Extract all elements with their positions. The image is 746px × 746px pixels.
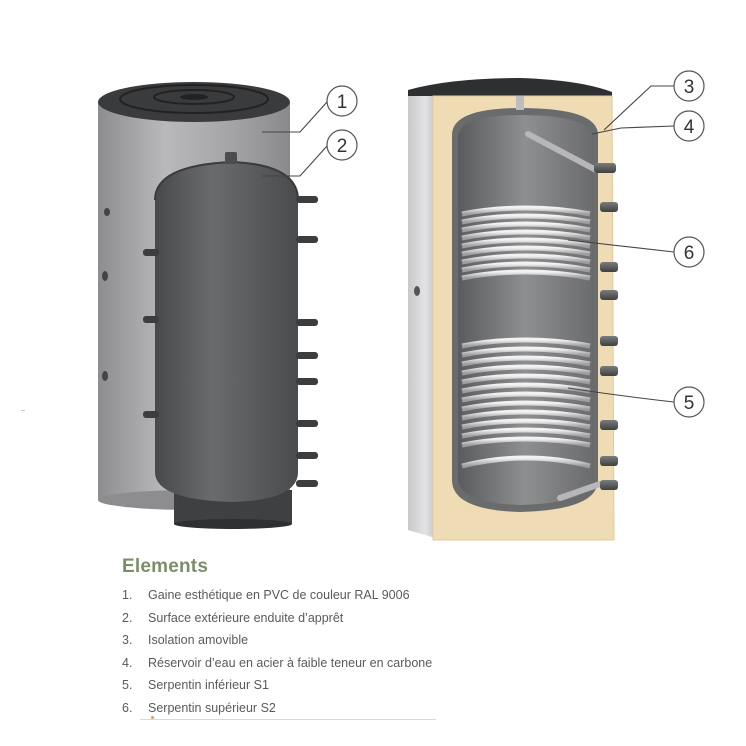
legend-item-text: Gaine esthétique en PVC de couleur RAL 9… bbox=[148, 588, 410, 603]
tank-side-pipes bbox=[143, 196, 318, 487]
inner-water-tank bbox=[452, 108, 598, 512]
legend-item-text: Réservoir d’eau en acier à faible teneur… bbox=[148, 655, 433, 670]
callout-6: 6 bbox=[673, 236, 705, 268]
legend-item-number: 3. bbox=[122, 633, 133, 648]
legend: Elements 1. Gaine esthétique en PVC de c… bbox=[122, 556, 482, 719]
legend-item-number: 1. bbox=[122, 588, 133, 603]
legend-item-number: 5. bbox=[122, 678, 133, 693]
legend-divider bbox=[140, 719, 436, 720]
legend-item: 5. Serpentin inférieur S1 bbox=[122, 674, 482, 697]
legend-item: 4. Réservoir d’eau en acier à faible ten… bbox=[122, 652, 482, 675]
legend-list: 1. Gaine esthétique en PVC de couleur RA… bbox=[122, 584, 482, 719]
callout-number: 2 bbox=[337, 136, 348, 157]
legend-item-number: 4. bbox=[122, 655, 133, 670]
legend-item-text: Isolation amovible bbox=[148, 633, 249, 648]
legend-item: 6. Serpentin supérieur S2 bbox=[122, 697, 482, 720]
legend-title: Elements bbox=[122, 556, 209, 577]
legend-item-number: 6. bbox=[122, 700, 133, 715]
callout-number: 1 bbox=[337, 92, 348, 113]
callout-5: 5 bbox=[673, 386, 705, 418]
divider-dot bbox=[151, 716, 154, 719]
cutaway-tank bbox=[408, 78, 618, 541]
legend-item: 2. Surface extérieure enduite d’apprêt bbox=[122, 607, 482, 630]
callout-number: 4 bbox=[684, 117, 695, 138]
callout-3: 3 bbox=[673, 70, 705, 102]
steel-tank bbox=[143, 152, 318, 529]
stray-mark bbox=[21, 410, 25, 411]
lower-coil bbox=[461, 337, 591, 469]
callout-1: 1 bbox=[326, 85, 358, 117]
legend-item-text: Surface extérieure enduite d’apprêt bbox=[148, 610, 344, 625]
callout-number: 3 bbox=[684, 77, 695, 98]
callout-number: 5 bbox=[684, 393, 695, 414]
upper-coil bbox=[461, 205, 591, 281]
legend-item: 1. Gaine esthétique en PVC de couleur RA… bbox=[122, 584, 482, 607]
jacket-top-lid bbox=[98, 82, 290, 122]
legend-item: 3. Isolation amovible bbox=[122, 629, 482, 652]
callout-number: 6 bbox=[684, 243, 695, 264]
callout-4: 4 bbox=[673, 110, 705, 142]
legend-item-text: Serpentin inférieur S1 bbox=[148, 678, 269, 693]
legend-item-number: 2. bbox=[122, 610, 133, 625]
cutaway-connectors bbox=[600, 202, 618, 490]
callout-2: 2 bbox=[326, 129, 358, 161]
legend-item-text: Serpentin supérieur S2 bbox=[148, 700, 276, 715]
callout-leaders bbox=[262, 85, 675, 403]
